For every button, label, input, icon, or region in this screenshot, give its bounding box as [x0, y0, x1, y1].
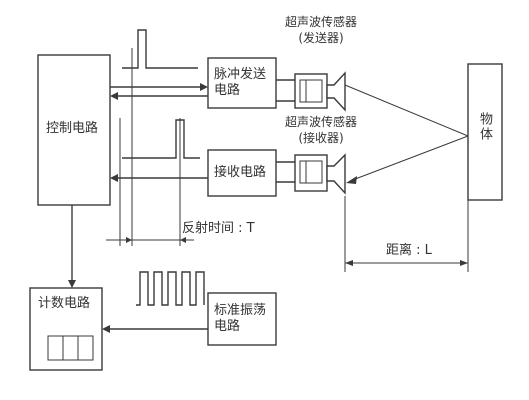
- object-label: 物体: [477, 112, 492, 142]
- control-circuit-label: 控制电路: [46, 121, 99, 136]
- control-circuit-box: [37, 54, 111, 206]
- counter-display: [47, 335, 94, 361]
- receive-circuit-label: 接收电路: [214, 165, 267, 180]
- receiver-sensor-icon: [276, 153, 346, 195]
- reflected-wave-arrowhead: [346, 176, 357, 184]
- receive-circuit-box: [207, 149, 277, 197]
- transmitter-sensor-icon: [276, 71, 346, 112]
- reflected-wave-line: [349, 135, 469, 182]
- pulse-tx-circuit-box: [207, 57, 277, 109]
- emitted-wave-line: [344, 84, 469, 137]
- distance-label: 距离 : L: [386, 243, 432, 258]
- oscillator-circuit-label: 标准振荡 电路: [214, 303, 267, 334]
- oscillator-square-wave: [136, 271, 205, 306]
- transmit-pulse-waveform: [122, 29, 198, 69]
- object-box: [467, 63, 503, 201]
- receiver-sensor-label: 超声波传感器 (接收器): [285, 115, 358, 145]
- counter-circuit-label: 计数电路: [38, 296, 91, 311]
- oscillator-circuit-box: [207, 292, 277, 346]
- reflect-time-label: 反射时间 : T: [182, 221, 255, 236]
- pulse-tx-circuit-label: 脉冲发送 电路: [214, 67, 267, 98]
- transmitter-sensor-label: 超声波传感器 (发送器): [285, 15, 358, 45]
- receive-pulse-waveform: [122, 119, 200, 159]
